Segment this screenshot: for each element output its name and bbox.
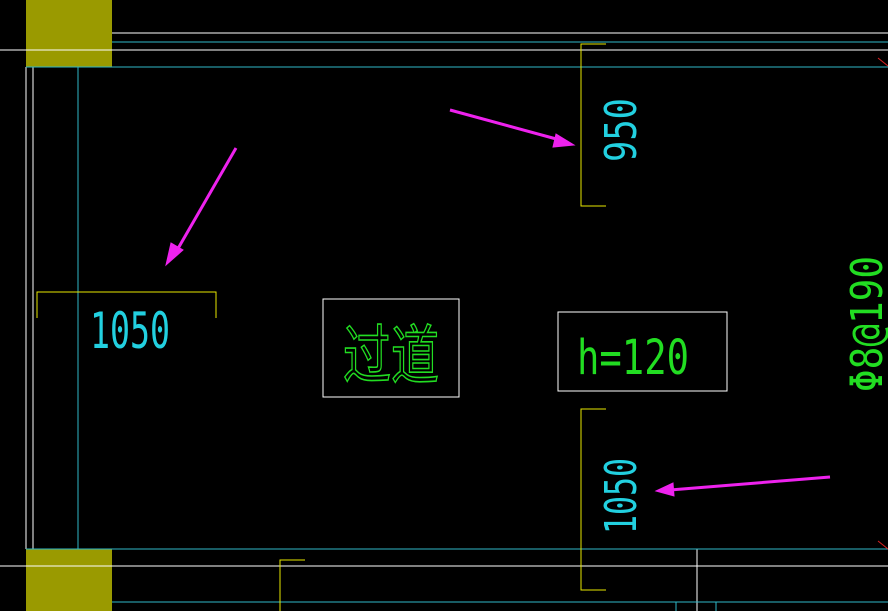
arrow-shaft-top — [449, 108, 561, 142]
axis-lines — [26, 41, 888, 611]
dimension-text-top-depth[interactable]: 950 — [596, 98, 647, 162]
annotation-arrows — [165, 108, 831, 497]
dimension-line-bottom-depth[interactable] — [580, 408, 606, 591]
arrow-shaft-bottom — [669, 475, 831, 492]
arrowhead-bottom — [654, 482, 675, 497]
dimension-line-bottom-left[interactable] — [279, 559, 305, 611]
arrow-shaft-left — [174, 147, 238, 253]
arrow-to-bottom-dimension[interactable] — [654, 475, 831, 497]
arrow-to-left-dimension[interactable] — [165, 147, 238, 267]
slab-thickness-box[interactable] — [557, 311, 728, 392]
slab-thickness-label[interactable]: h=120 — [577, 330, 689, 386]
arrowhead-top — [552, 133, 576, 148]
room-name-box[interactable] — [322, 298, 460, 398]
dimension-line-top-depth[interactable] — [580, 43, 606, 207]
dimension-line-left-width[interactable] — [36, 291, 217, 318]
corner-mark-bottom-right — [877, 540, 888, 550]
dimension-text-left-width[interactable]: 1050 — [90, 302, 170, 360]
room-name-label[interactable]: 过道 — [342, 319, 440, 395]
corner-marks — [877, 57, 888, 550]
dimension-lines — [36, 43, 606, 611]
wall-lines — [0, 32, 888, 611]
column-bottom-left[interactable] — [26, 549, 112, 611]
dimension-text-bottom-depth[interactable]: 1050 — [596, 458, 647, 534]
arrow-to-top-dimension[interactable] — [449, 108, 576, 148]
rebar-spec-label[interactable]: Φ8@190 — [842, 256, 888, 392]
column-top-left[interactable] — [26, 0, 112, 67]
corner-mark-top-right — [877, 57, 888, 67]
arrowhead-left — [165, 242, 184, 267]
